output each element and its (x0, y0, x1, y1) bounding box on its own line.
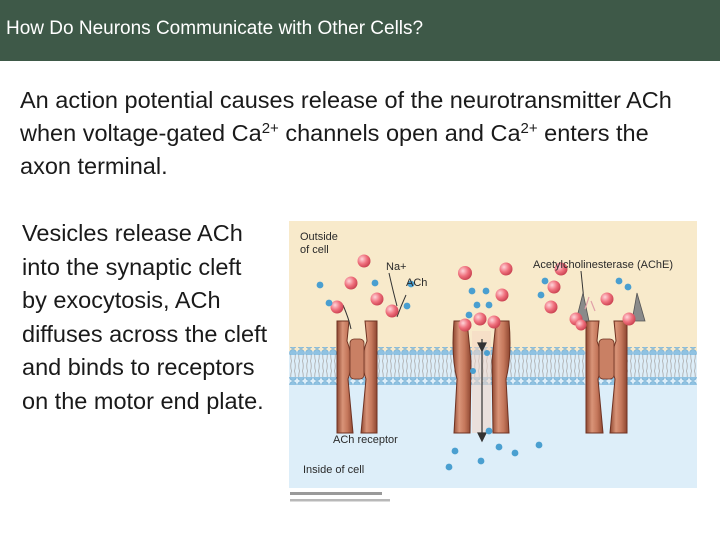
na-influx-arrow (477, 339, 487, 443)
intro-text-part3: enters the axon terminal. (20, 120, 649, 179)
label-ach-receptor: ACh receptor (333, 434, 398, 446)
label-ache: Acetylcholinesterase (AChE) (533, 259, 673, 271)
body-paragraph: Vesicles release ACh into the synaptic c… (22, 220, 268, 414)
figure-credit-lines (290, 492, 390, 502)
intro-paragraph: An action potential causes release of th… (20, 84, 700, 183)
label-na: Na+ (386, 261, 407, 273)
intro-text-part2: channels open and Ca (278, 120, 521, 146)
title-bar: How Do Neurons Communicate with Other Ce… (0, 0, 720, 61)
label-outside-of-cell-line1: Outside (300, 231, 338, 243)
synapse-diagram: Outside of cell Na+ ACh Acetylcholineste… (289, 221, 697, 488)
intro-text-part1: An action potential causes release of th… (20, 87, 672, 146)
synapse-figure: Outside of cell Na+ ACh Acetylcholineste… (289, 221, 697, 488)
label-inside-of-cell: Inside of cell (303, 464, 364, 476)
ach-receptor-open (452, 320, 511, 434)
ach-receptor-right (585, 320, 628, 434)
na-ions (330, 254, 636, 332)
label-ach: ACh (406, 277, 427, 289)
label-outside-of-cell-line2: of cell (300, 244, 329, 256)
slide-title: How Do Neurons Communicate with Other Ce… (6, 18, 424, 39)
ach-receptor-closed (336, 320, 378, 434)
ca-charge-superscript-2: 2+ (520, 120, 538, 137)
ca-charge-superscript-1: 2+ (261, 120, 279, 137)
ach-molecules (316, 277, 632, 471)
